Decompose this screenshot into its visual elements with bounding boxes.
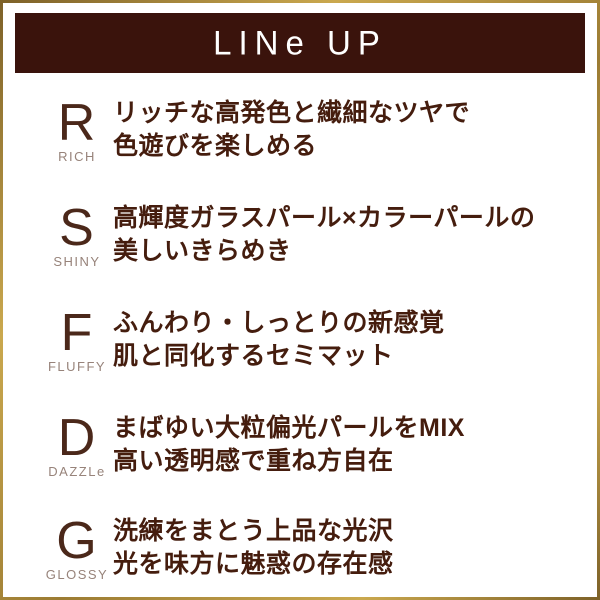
description-line-1: リッチな高発色と繊細なツヤで [113, 99, 471, 127]
initial-letter: G [56, 512, 98, 570]
initial-column: D DAZZLe [41, 409, 113, 479]
initial-column: F FLUFFY [41, 304, 113, 374]
lineup-row-shiny: S SHINY 高輝度ガラスパール×カラーパールの 美しいきらめき [41, 202, 589, 269]
initial-label: FLUFFY [47, 358, 107, 374]
description-line-2: 高い透明感で重ね方自在 [113, 447, 394, 475]
description-line-1: ふんわり・しっとりの新感覚 [113, 309, 445, 337]
description-line-1: まばゆい大粒偏光パールをMIX [113, 414, 465, 442]
initial-letter: F [60, 304, 94, 362]
description-line-1: 高輝度ガラスパール×カラーパールの [113, 204, 536, 232]
lineup-row-dazzle: D DAZZLe まばゆい大粒偏光パールをMIX 高い透明感で重ね方自在 [41, 412, 589, 479]
initial-label: DAZZLe [48, 463, 106, 479]
initial-label: GLOSSY [45, 566, 109, 582]
description: リッチな高発色と繊細なツヤで 色遊びを楽しめる [113, 97, 470, 163]
description: ふんわり・しっとりの新感覚 肌と同化するセミマット [113, 307, 445, 373]
initial-letter: R [57, 94, 97, 152]
initial-column: G GLOSSY [41, 512, 113, 582]
description-line-2: 色遊びを楽しめる [113, 132, 318, 160]
initial-letter: D [57, 409, 97, 467]
description: 洗練をまとう上品な光沢 光を味方に魅惑の存在感 [113, 515, 394, 581]
initial-label: RICH [58, 148, 96, 164]
lineup-title: LINe UP [213, 23, 387, 62]
initial-letter: S [59, 199, 95, 257]
lineup-panel: LINe UP R RICH リッチな高発色と繊細なツヤで 色遊びを楽しめる S… [3, 3, 597, 597]
description-line-2: 光を味方に魅惑の存在感 [113, 550, 394, 578]
description: まばゆい大粒偏光パールをMIX 高い透明感で重ね方自在 [113, 412, 465, 478]
lineup-row-fluffy: F FLUFFY ふんわり・しっとりの新感覚 肌と同化するセミマット [41, 307, 589, 374]
initial-column: S SHINY [41, 199, 113, 269]
initial-label: SHINY [53, 253, 101, 269]
lineup-row-rich: R RICH リッチな高発色と繊細なツヤで 色遊びを楽しめる [41, 97, 589, 164]
description-line-2: 肌と同化するセミマット [113, 342, 394, 370]
lineup-row-glossy: G GLOSSY 洗練をまとう上品な光沢 光を味方に魅惑の存在感 [41, 515, 589, 582]
lineup-banner: LINe UP [15, 13, 585, 73]
description: 高輝度ガラスパール×カラーパールの 美しいきらめき [113, 202, 535, 268]
description-line-2: 美しいきらめき [113, 237, 292, 265]
description-line-1: 洗練をまとう上品な光沢 [113, 517, 394, 545]
initial-column: R RICH [41, 94, 113, 164]
